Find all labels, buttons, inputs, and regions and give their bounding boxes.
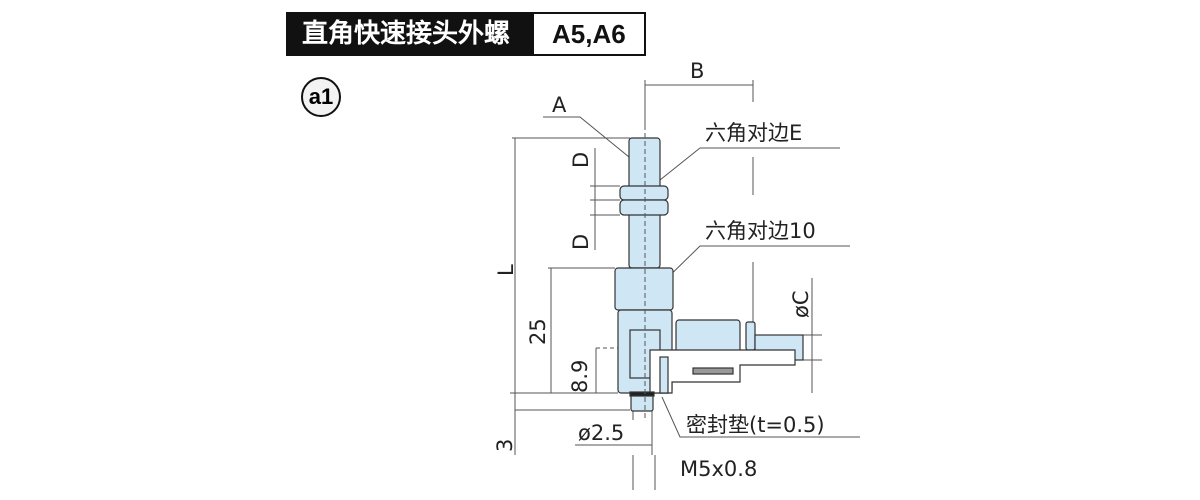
label-hex-10: 六角对边10 bbox=[705, 219, 816, 243]
label-hex-e: 六角对边E bbox=[705, 121, 802, 145]
product-title: 直角快速接头外螺纹 bbox=[288, 14, 534, 89]
label-a: A bbox=[552, 93, 567, 117]
internal-stem bbox=[659, 356, 669, 394]
label-d-bottom: D bbox=[569, 234, 593, 250]
label-d-top: D bbox=[569, 152, 593, 168]
label-gasket: 密封垫(t=0.5) bbox=[686, 413, 825, 437]
dimension-lines bbox=[510, 80, 860, 490]
fitting-body bbox=[614, 137, 804, 412]
lock-nut-lower bbox=[619, 199, 669, 216]
label-b: B bbox=[690, 59, 704, 83]
label-8-9: 8.9 bbox=[568, 360, 592, 393]
title-bar: 直角快速接头外螺纹 A5,A6 bbox=[286, 12, 646, 89]
model-codes: A5,A6 bbox=[534, 14, 644, 54]
variant-badge: a1 bbox=[301, 77, 341, 117]
label-phi-2-5: ø2.5 bbox=[578, 421, 624, 445]
label-phi-c: øC bbox=[789, 290, 813, 318]
label-thread: M5x0.8 bbox=[680, 457, 757, 481]
hex-nut-10 bbox=[614, 267, 674, 311]
label-l: L bbox=[494, 264, 518, 276]
gasket bbox=[629, 391, 655, 397]
release-collar bbox=[745, 321, 756, 351]
lock-nut-upper bbox=[619, 185, 669, 201]
label-3: 3 bbox=[493, 439, 517, 452]
collet-spring bbox=[692, 367, 734, 375]
label-25: 25 bbox=[526, 318, 550, 345]
